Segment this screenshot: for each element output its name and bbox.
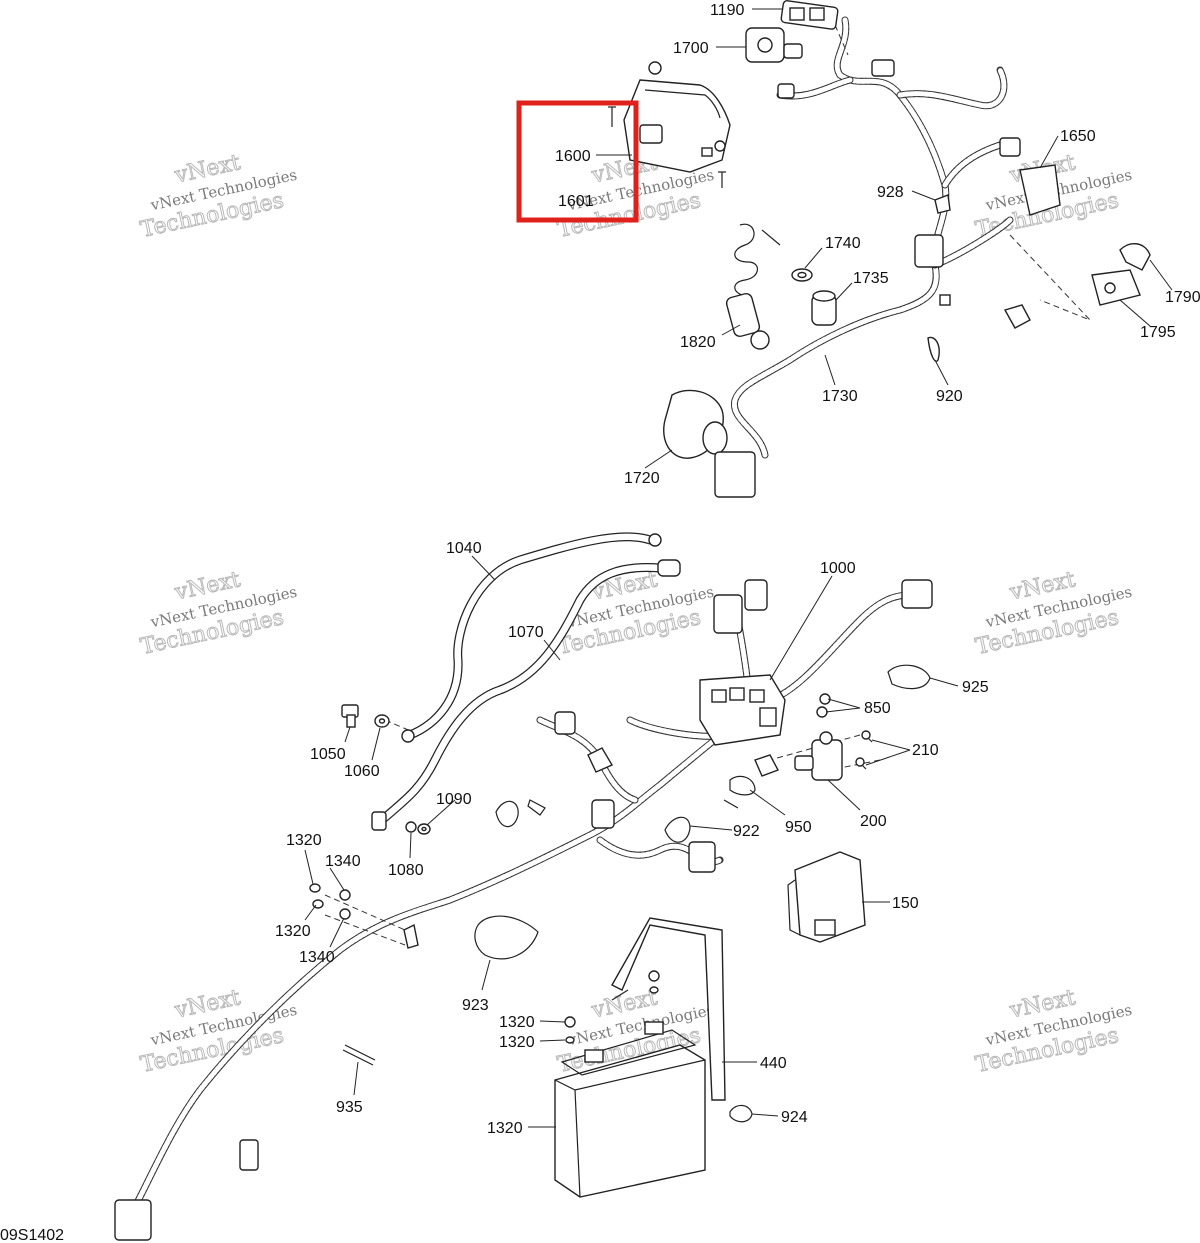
part-1000-fuse-box[interactable] [699,674,786,746]
part-440-battery-strap[interactable] [611,917,726,1101]
part-1060-washer[interactable] [374,714,390,728]
callout-925: 925 [962,679,989,696]
callout-150: 150 [892,895,919,912]
callout-1340-a: 1340 [325,853,361,870]
callout-920: 920 [936,388,963,405]
part-1090-washer[interactable] [417,823,431,835]
highlight-box-1600-1601 [516,100,639,223]
part-1601-screw[interactable] [608,106,726,188]
part-850-nut[interactable] [816,693,831,718]
harness-mount-clip [403,923,419,949]
callout-1730: 1730 [822,388,858,405]
part-1080-nut[interactable] [405,821,417,833]
part-1735-switch[interactable] [811,290,837,326]
part-200-solenoid[interactable] [794,731,843,781]
part-1790-cap[interactable] [1119,243,1151,271]
callout-1050: 1050 [310,746,346,763]
callout-1320-d: 1320 [499,1034,535,1051]
callout-1795: 1795 [1140,324,1176,341]
part-1795-switch[interactable] [1091,269,1141,306]
callout-924: 924 [781,1109,808,1126]
callout-200: 200 [860,813,887,830]
part-1320-battery[interactable] [554,1021,706,1198]
callout-923: 923 [462,997,489,1014]
part-1650-connector[interactable] [999,137,1061,216]
callout-1790: 1790 [1165,289,1200,306]
callout-440: 440 [760,1055,787,1072]
callout-1820: 1820 [680,334,716,351]
callout-1060: 1060 [344,763,380,780]
callout-1070: 1070 [508,624,544,641]
part-928-clip[interactable] [934,194,951,214]
upper-harness-connectors [777,59,1031,329]
callout-928: 928 [877,184,904,201]
leader-lines [304,8,1173,1128]
callout-1600: 1600 [555,148,591,165]
part-1040-cable[interactable] [401,532,662,743]
callout-1320-c: 1320 [499,1014,535,1031]
lower-left-connectors [114,1139,259,1241]
callout-1650: 1650 [1060,128,1096,145]
part-1050-bolt[interactable] [341,704,359,728]
part-1340-washer[interactable] [339,889,351,920]
callout-1320-b: 1320 [275,923,311,940]
part-1700-switch[interactable] [745,27,803,63]
part-1070-cable[interactable] [371,559,681,831]
callout-850: 850 [864,700,891,717]
callout-1720: 1720 [624,470,660,487]
callout-950: 950 [785,819,812,836]
part-1190-connector[interactable] [780,0,839,30]
part-1320-screw[interactable] [309,883,324,909]
callout-1340-b: 1340 [299,949,335,966]
callout-1740: 1740 [825,235,861,252]
part-210-screw[interactable] [855,730,873,770]
callout-1080: 1080 [388,862,424,879]
part-1600-gauge-cluster[interactable] [623,61,731,173]
part-950-clip[interactable] [723,775,756,809]
callout-1090: 1090 [436,791,472,808]
part-1740-nut[interactable] [791,268,813,282]
part-925-cable-tie[interactable] [887,664,931,690]
part-920-tie[interactable] [927,336,940,362]
callout-1601: 1601 [558,193,594,210]
part-922-cable-tie[interactable] [495,799,691,843]
callout-1040: 1040 [446,540,482,557]
callout-922: 922 [733,823,760,840]
harness-top-connectors [554,579,933,873]
callout-935: 935 [336,1099,363,1116]
callout-1190: 1190 [710,2,745,19]
part-150-module[interactable] [787,851,866,943]
part-1320-battery-bolt[interactable] [564,970,660,1044]
part-924-cable-tie[interactable] [729,1104,753,1123]
part-1720-boot[interactable] [663,389,756,498]
callout-1320-a: 1320 [286,832,322,849]
callout-1700: 1700 [673,40,709,57]
callout-210: 210 [912,742,939,759]
callout-1320-e: 1320 [487,1120,523,1137]
part-935-pin[interactable] [342,1044,376,1066]
figure-id: 09S1402 [0,1227,64,1243]
callout-1735: 1735 [853,270,889,287]
callout-1000: 1000 [820,560,856,577]
part-923-cable-tie[interactable] [474,915,539,960]
part-1820-tether-cord[interactable] [725,223,781,350]
